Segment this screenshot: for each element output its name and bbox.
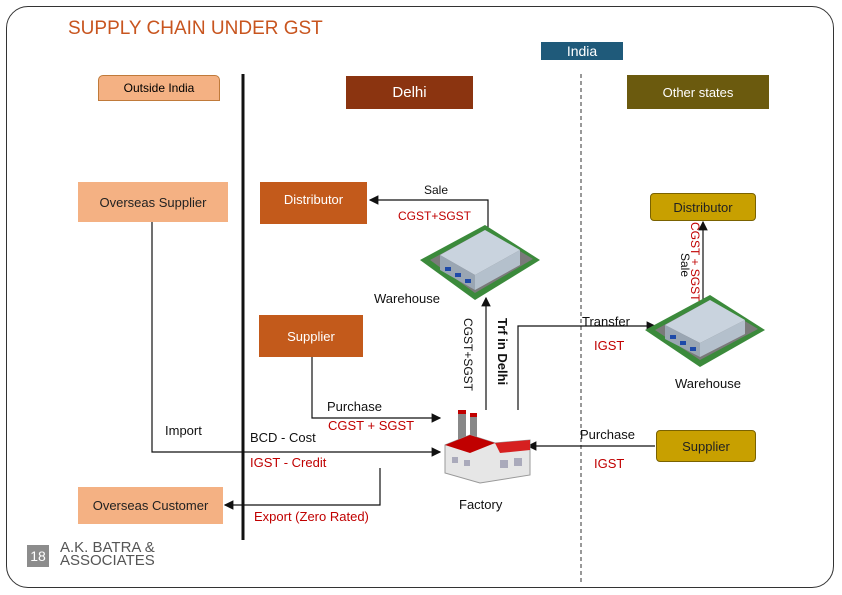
bcd-cost-label: BCD - Cost bbox=[250, 430, 316, 445]
slide-number: 18 bbox=[27, 545, 49, 567]
trf-delhi-label: Trf in Delhi bbox=[495, 318, 510, 386]
region-outside-india: Outside India bbox=[98, 75, 220, 101]
slide-frame bbox=[6, 6, 834, 588]
purchase-other-label: Purchase bbox=[580, 427, 635, 442]
page-title: SUPPLY CHAIN UNDER GST bbox=[68, 18, 323, 39]
region-delhi: Delhi bbox=[346, 76, 473, 109]
overseas-customer-box: Overseas Customer bbox=[78, 487, 223, 524]
supplier-other-box: Supplier bbox=[656, 430, 756, 462]
region-india-label: India bbox=[541, 42, 623, 60]
transfer-arrow bbox=[517, 321, 657, 410]
factory-label: Factory bbox=[459, 497, 503, 512]
overseas-supplier-box: Overseas Supplier bbox=[78, 182, 228, 222]
cgst-sgst-right-label: CGST + SGST bbox=[688, 222, 702, 302]
warehouse-other-icon bbox=[645, 295, 765, 367]
transfer-label: Transfer bbox=[582, 314, 630, 329]
region-other-states: Other states bbox=[627, 75, 769, 109]
igst-credit-label: IGST - Credit bbox=[250, 455, 327, 470]
sale-top-label: Sale bbox=[424, 183, 449, 197]
export-arrow bbox=[223, 468, 381, 510]
firm-name-line2: ASSOCIATES bbox=[60, 552, 155, 569]
igst-purchase-label: IGST bbox=[594, 456, 625, 471]
cgst-sgst-top-label: CGST+SGST bbox=[398, 209, 472, 223]
firm-name-line1: A.K. BATRA & bbox=[60, 539, 155, 556]
warehouse-delhi-icon bbox=[420, 225, 540, 300]
supplier-delhi-box: Supplier bbox=[259, 315, 363, 357]
distributor-other-box: Distributor bbox=[650, 193, 756, 221]
import-arrow bbox=[151, 222, 442, 457]
purchase-delhi-label: Purchase bbox=[327, 399, 382, 414]
firm-name: A.K. BATRA & ASSOCIATES bbox=[60, 539, 155, 569]
factory-icon bbox=[444, 410, 531, 484]
warehouse-delhi-label: Warehouse bbox=[374, 291, 440, 306]
igst-transfer-label: IGST bbox=[594, 338, 625, 353]
export-label: Export (Zero Rated) bbox=[254, 509, 369, 524]
warehouse-other-label: Warehouse bbox=[675, 376, 741, 391]
purchase-delhi-arrow bbox=[311, 357, 442, 423]
cgst-sgst-trf-label: CGST+SGST bbox=[461, 318, 475, 392]
cgst-sgst-purchase-label: CGST + SGST bbox=[328, 418, 415, 433]
import-label: Import bbox=[165, 423, 202, 438]
distributor-delhi-box: Distributor bbox=[260, 182, 367, 224]
